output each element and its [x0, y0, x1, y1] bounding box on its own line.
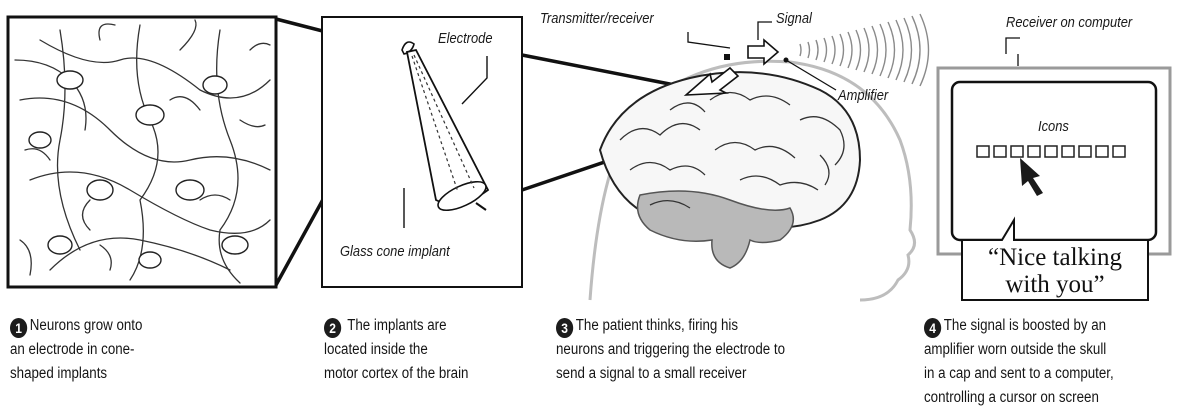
receiver-on-computer-label: Receiver on computer — [1006, 14, 1132, 31]
signal-label: Signal — [776, 10, 812, 27]
step-4-line-4: controlling a cursor on screen — [924, 386, 1114, 410]
step-2-number-badge: 2 — [324, 318, 341, 338]
step-3-line-3: send a signal to a small receiver — [556, 362, 785, 386]
step-4-line-3: in a cap and sent to a computer, — [924, 362, 1114, 386]
computer-monitor — [938, 38, 1170, 254]
step-4-line-2: amplifier worn outside the skull — [924, 338, 1114, 362]
step-3-number-badge: 3 — [556, 318, 573, 338]
glass-cone-label: Glass cone implant — [340, 243, 450, 260]
amplifier-label: Amplifier — [838, 87, 888, 104]
step-3-line-2: neurons and triggering the electrode to — [556, 338, 785, 362]
step-1-line-2: an electrode in cone- — [10, 338, 142, 362]
speech-line-1: “Nice talking — [965, 244, 1145, 271]
step-2-line-3: motor cortex of the brain — [324, 362, 468, 386]
speech-line-2: with you” — [965, 271, 1145, 298]
step-2-line-2: located inside the — [324, 338, 468, 362]
step-2-text-1: The implants are — [347, 317, 446, 334]
screen-icon-row — [977, 146, 1125, 157]
step-2-line-1: 2 The implants are — [324, 314, 468, 338]
icons-label: Icons — [1038, 118, 1069, 135]
electrode-label: Electrode — [438, 30, 493, 47]
step-3-text-1: The patient thinks, firing his — [576, 317, 738, 334]
step-1-number-badge: 1 — [10, 318, 27, 338]
step-4-number-badge: 4 — [924, 318, 941, 338]
wireless-signal-waves — [800, 14, 929, 86]
step-1-text-1: Neurons grow onto — [30, 317, 143, 334]
neuron-network-panel — [8, 17, 276, 287]
step-1-line-3: shaped implants — [10, 362, 142, 386]
step-2-caption: 2 The implants are located inside the mo… — [324, 314, 468, 386]
step-4-text-1: The signal is boosted by an — [944, 317, 1106, 334]
speech-text: “Nice talking with you” — [965, 244, 1145, 298]
transmitter-receiver-label: Transmitter/receiver — [540, 10, 654, 27]
